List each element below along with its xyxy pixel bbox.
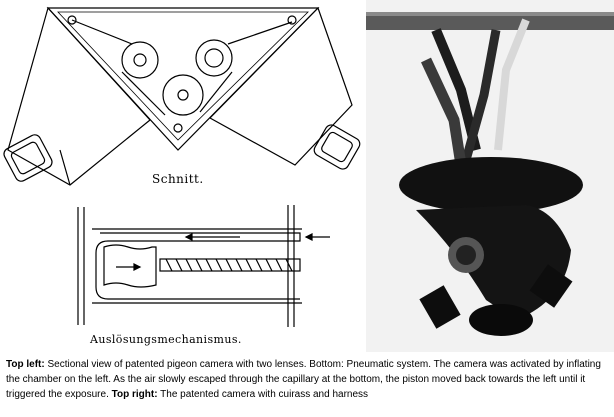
caption-heading-top-left: Top left: xyxy=(6,359,45,370)
caption-heading-top-right: Top right: xyxy=(111,389,158,400)
mechanism-label: Auslösungsmechanismus. xyxy=(90,333,242,346)
caption-text-top-right: The patented camera with cuirass and har… xyxy=(157,389,369,400)
section-view-label: Schnitt. xyxy=(152,172,204,186)
camera-photograph xyxy=(366,0,614,352)
section-view-drawing xyxy=(3,6,361,186)
trigger-mechanism-drawing xyxy=(77,205,330,327)
camera-harness-photo xyxy=(366,0,614,352)
caption-text-top-left: Sectional view of patented pigeon camera… xyxy=(6,359,601,400)
technical-drawings: Schnitt. Auslösungsmechanismus. xyxy=(0,0,362,352)
figure-caption: Top left: Sectional view of patented pig… xyxy=(6,357,610,402)
